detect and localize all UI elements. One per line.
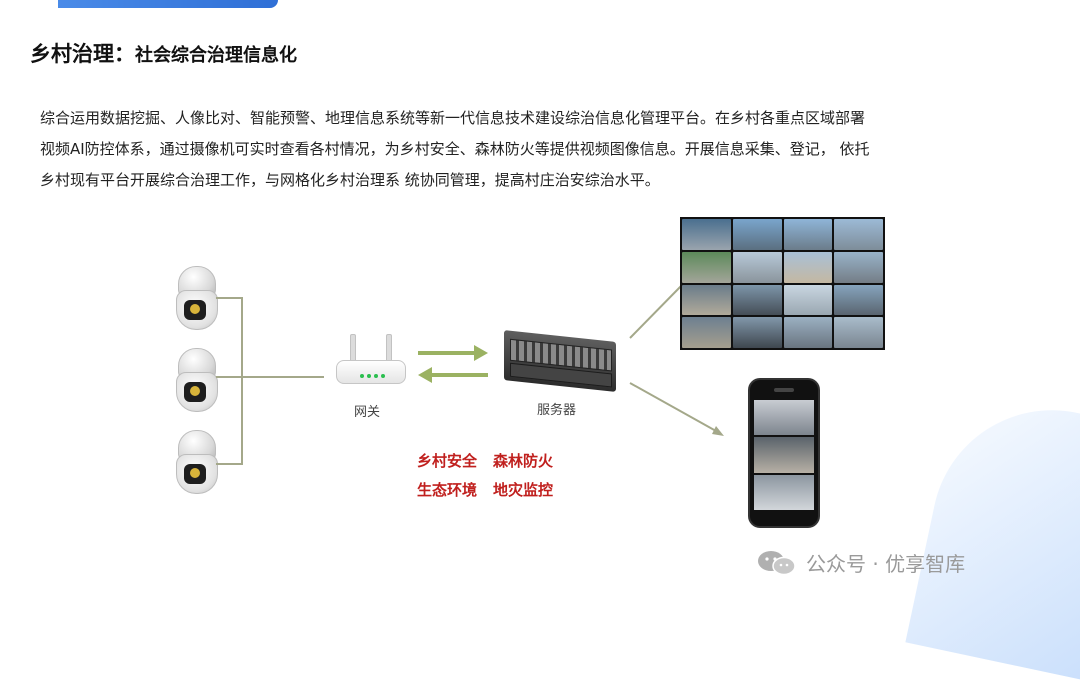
connector-line	[216, 376, 242, 378]
feature-label: 地灾监控	[493, 481, 554, 499]
server-label: 服务器	[537, 403, 577, 418]
title-main: 乡村治理：	[30, 41, 135, 66]
router-icon	[336, 334, 406, 388]
feature-label: 乡村安全	[417, 452, 478, 470]
ptz-camera-icon	[176, 266, 218, 330]
feature-label: 森林防火	[493, 452, 554, 470]
page-title: 乡村治理：社会综合治理信息化	[30, 38, 297, 68]
feature-label: 生态环境	[417, 481, 478, 499]
paragraph-line: 视频AI防控体系，通过摄像机可实时查看各村情况，为乡村安全、森林防火等提供视频图…	[40, 140, 870, 158]
paragraph-line: 综合运用数据挖掘、人像比对、智能预警、地理信息系统等新一代信息技术建设综治信息化…	[40, 109, 866, 127]
connector-line	[241, 297, 243, 465]
server-icon	[504, 330, 616, 392]
video-wall-icon	[680, 217, 885, 350]
connector-line	[242, 376, 324, 378]
connector-line	[216, 297, 242, 299]
watermark-text: 公众号 · 优享智库	[806, 552, 966, 576]
connector-line	[216, 463, 242, 465]
bidirectional-arrows-icon	[418, 345, 488, 383]
corner-decoration	[905, 387, 1080, 688]
ptz-camera-icon	[176, 348, 218, 412]
gateway-label: 网关	[354, 405, 381, 420]
paragraph-line: 乡村现有平台开展综合治理工作，与网格化乡村治理系 统协同管理，提高村庄治安综治水…	[40, 171, 660, 189]
smartphone-icon	[748, 378, 820, 528]
watermark: 公众号 · 优享智库	[756, 548, 965, 577]
title-sub: 社会综合治理信息化	[135, 45, 297, 66]
top-accent-bar	[58, 0, 278, 8]
description-paragraph: 综合运用数据挖掘、人像比对、智能预警、地理信息系统等新一代信息技术建设综治信息化…	[40, 103, 1040, 196]
output-arrows-icon	[629, 282, 724, 436]
ptz-camera-icon	[176, 430, 218, 494]
wechat-icon	[758, 550, 796, 575]
